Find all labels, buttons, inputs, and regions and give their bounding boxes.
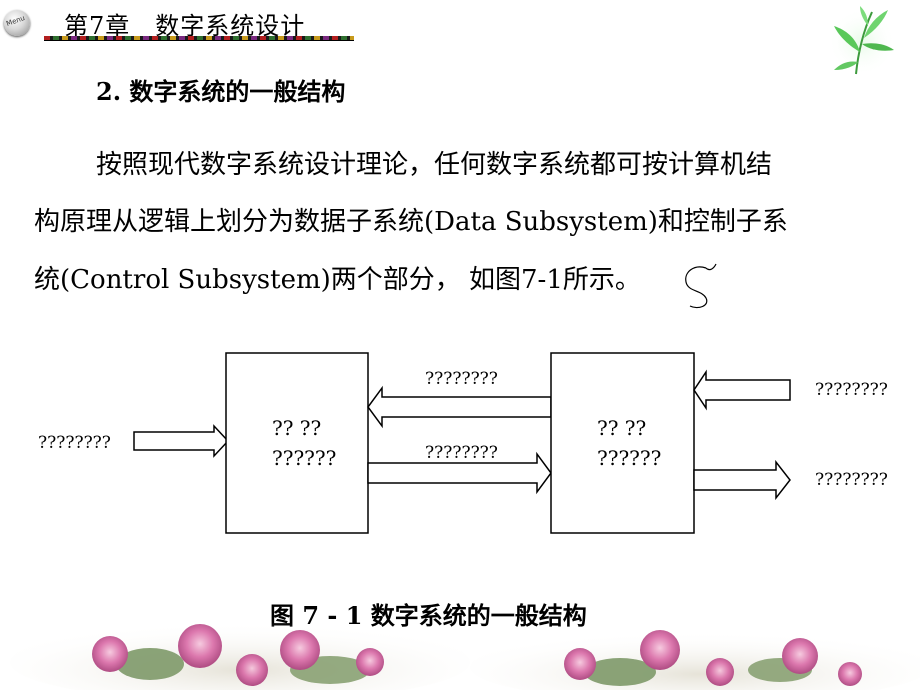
input-label: ???????? <box>38 433 111 453</box>
left-box-line-2: ?????? <box>272 446 336 470</box>
control-subsystem-box <box>550 352 695 534</box>
menu-label: Menu <box>5 13 27 29</box>
right-input-label: ???????? <box>815 380 888 400</box>
status-arrow <box>367 385 552 429</box>
right-box-line-1: ?? ?? <box>597 416 646 440</box>
right-box-line-2: ?????? <box>597 446 661 470</box>
title-underline-base <box>44 40 354 41</box>
title-underline <box>44 36 354 40</box>
input-arrow <box>133 424 230 458</box>
chapter-title: 第7章 数字系统设计 <box>64 12 306 40</box>
menu-button[interactable]: Menu <box>4 10 30 36</box>
rose-flowers-decor <box>10 622 920 690</box>
left-box-line-1: ?? ?? <box>272 416 321 440</box>
output-arrow <box>693 459 791 501</box>
bamboo-leaves-icon <box>828 6 896 76</box>
external-input-arrow <box>693 369 791 411</box>
system-block-diagram: ???????? ?? ?? ?????? ???????? ?????? ?? … <box>38 352 888 534</box>
right-output-label: ???????? <box>815 470 888 490</box>
middle-arrow-label: ???????? <box>425 443 498 463</box>
top-arrow-label: ???????? <box>425 369 498 389</box>
squiggle-cursor-icon <box>685 263 717 309</box>
data-subsystem-box <box>225 352 369 534</box>
paragraph-line: 构原理从逻辑上划分为数据子系统(Data Subsystem)和控制子系 <box>34 207 788 237</box>
paragraph-line: 按照现代数字系统设计理论，任何数字系统都可按计算机结 <box>96 150 773 180</box>
section-heading: 2. 数字系统的一般结构 <box>96 77 346 106</box>
paragraph-line: 统(Control Subsystem)两个部分， 如图7-1所示。 <box>34 265 641 295</box>
control-arrow <box>367 451 552 495</box>
